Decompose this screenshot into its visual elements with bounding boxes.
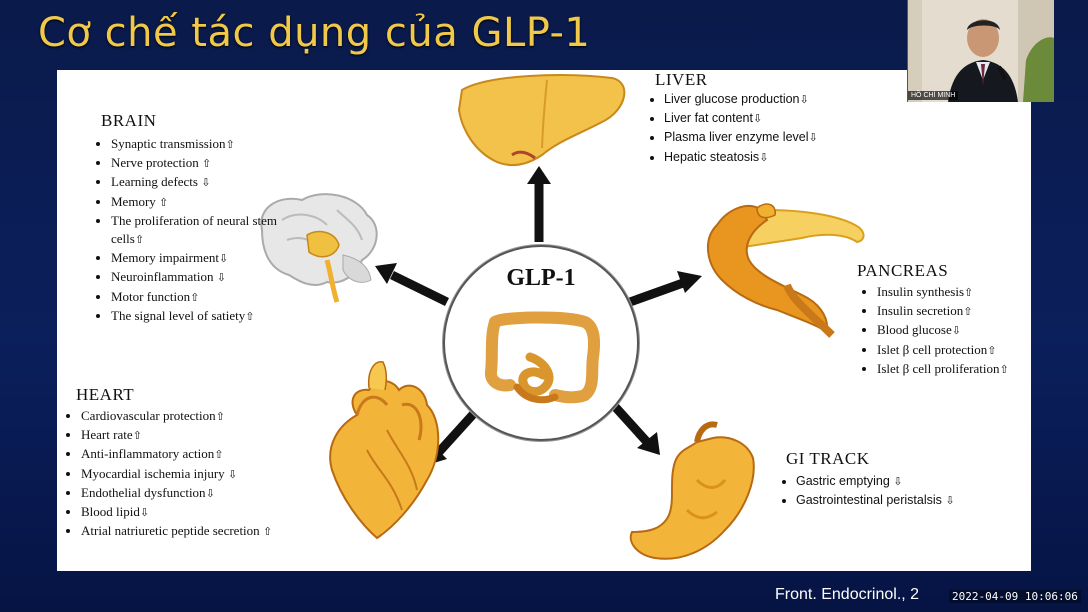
- liver-title: LIVER: [655, 70, 708, 89]
- list-item: Liver glucose production⇩: [664, 90, 818, 109]
- list-item: Blood lipid⇩: [81, 503, 272, 522]
- list-item: Insulin secretion⇧: [877, 302, 1009, 321]
- list-item: Islet β cell protection⇧: [877, 341, 1009, 360]
- list-item: Learning defects ⇩: [111, 173, 311, 192]
- pancreas-effects-list: Insulin synthesis⇧ Insulin secretion⇧ Bl…: [853, 283, 1009, 379]
- pancreas-title: PANCREAS: [857, 261, 949, 280]
- list-item: Anti-inflammatory action⇧: [81, 445, 272, 464]
- heart-illustration: [329, 361, 440, 540]
- brain-title: BRAIN: [101, 111, 157, 130]
- list-item: Memory impairment⇩: [111, 249, 311, 268]
- arrow-to-gi: [605, 396, 660, 455]
- list-item: Cardiovascular protection⇧: [81, 407, 272, 426]
- brain-illustration: [260, 193, 378, 303]
- video-timestamp: 2022-04-09 10:06:06: [949, 590, 1081, 603]
- list-item: Atrial natriuretic peptide secretion ⇧: [81, 522, 272, 541]
- diagram-artwork: [260, 74, 865, 560]
- gi-effects-list: Gastric emptying ⇩ Gastrointestinal peri…: [772, 472, 955, 510]
- list-item: Heart rate⇧: [81, 426, 272, 445]
- brain-effects-list: Synaptic transmission⇧ Nerve protection …: [87, 135, 311, 326]
- glp1-label: GLP-1: [506, 265, 576, 291]
- stomach-illustration: [629, 421, 755, 560]
- list-item: Plasma liver enzyme level⇩: [664, 128, 818, 147]
- heart-effects-list: Cardiovascular protection⇧ Heart rate⇧ A…: [57, 407, 272, 541]
- intestine-illustration: [485, 311, 600, 404]
- arrow-to-pancreas: [628, 271, 702, 307]
- presenter-image: [908, 0, 1054, 102]
- list-item: Insulin synthesis⇧: [877, 283, 1009, 302]
- webcam-location-label: HỒ CHÍ MINH: [908, 91, 959, 100]
- liver-illustration: [457, 74, 626, 167]
- list-item: Memory ⇧: [111, 193, 311, 212]
- list-item: Synaptic transmission⇧: [111, 135, 311, 154]
- liver-effects-list: Liver glucose production⇩ Liver fat cont…: [640, 90, 818, 167]
- list-item: Gastric emptying ⇩: [796, 472, 955, 491]
- list-item: Liver fat content⇩: [664, 109, 818, 128]
- list-item: Endothelial dysfunction⇩: [81, 484, 272, 503]
- list-item: Gastrointestinal peristalsis ⇩: [796, 491, 955, 510]
- citation-text: Front. Endocrinol., 2: [775, 586, 920, 603]
- list-item: Neuroinflammation ⇩: [111, 268, 311, 287]
- heart-title: HEART: [76, 385, 135, 404]
- gi-track-title: GI TRACK: [786, 449, 870, 468]
- list-item: Hepatic steatosis⇩: [664, 148, 818, 167]
- arrow-to-liver: [527, 166, 551, 242]
- list-item: The proliferation of neural stem cells⇧: [111, 212, 311, 249]
- arrow-to-brain: [375, 263, 449, 307]
- list-item: The signal level of satiety⇧: [111, 307, 311, 326]
- diagram-panel: GLP-1 LIVER Liver glucose production⇩ Li…: [57, 70, 1031, 571]
- list-item: Myocardial ischemia injury ⇩: [81, 465, 272, 484]
- pancreas-illustration: [706, 203, 865, 338]
- presenter-webcam: HỒ CHÍ MINH: [907, 0, 1054, 102]
- list-item: Nerve protection ⇧: [111, 154, 311, 173]
- list-item: Blood glucose⇩: [877, 321, 1009, 340]
- slide-title: Cơ chế tác dụng của GLP-1: [38, 10, 591, 56]
- list-item: Islet β cell proliferation⇧: [877, 360, 1009, 379]
- list-item: Motor function⇧: [111, 288, 311, 307]
- glp1-center-circle: GLP-1: [443, 245, 639, 441]
